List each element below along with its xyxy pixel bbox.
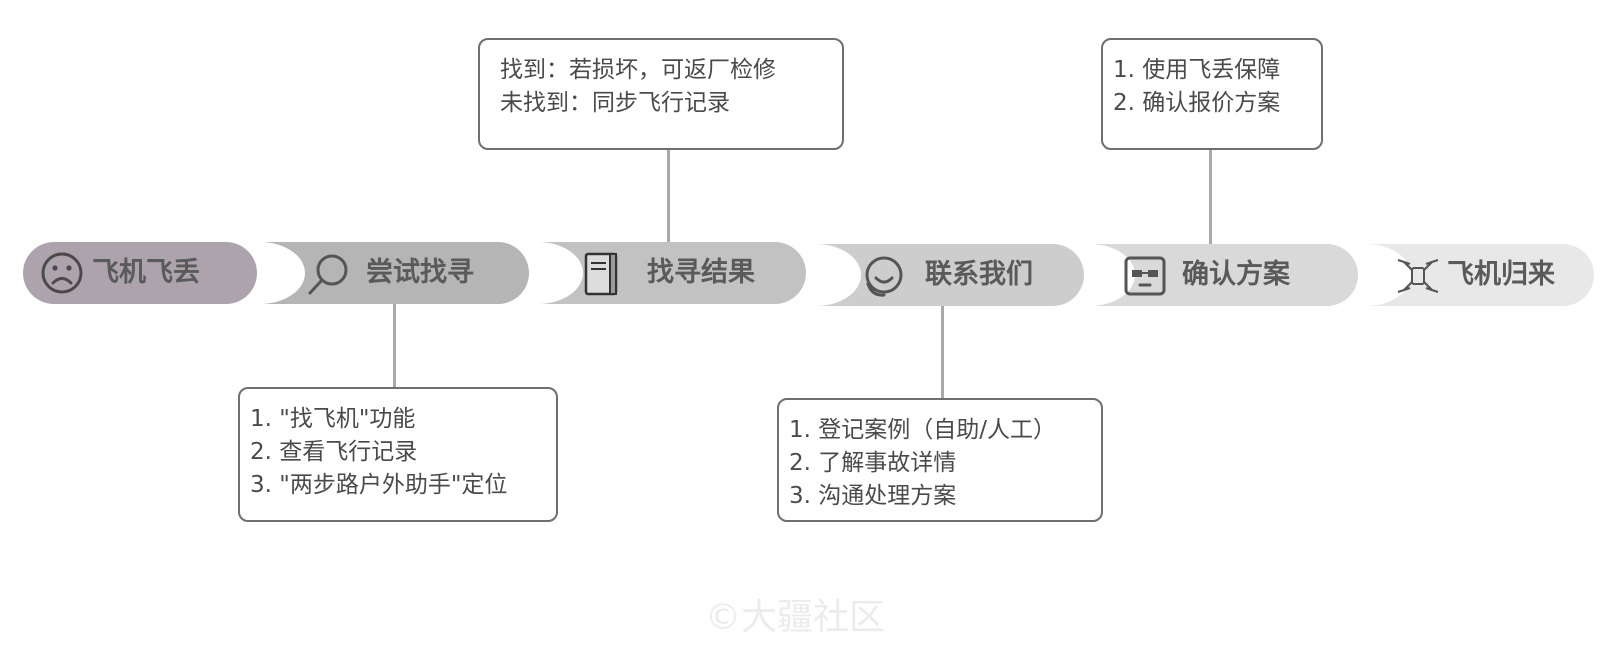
search-icon	[308, 254, 348, 295]
note-result-line-1: 找到：若损坏，可返厂检修	[500, 57, 776, 83]
step-label-contact: 联系我们	[925, 259, 1033, 290]
step-label-lost: 飞机飞丢	[92, 257, 200, 288]
step-label-result: 找寻结果	[647, 257, 755, 288]
connector-contact	[941, 306, 944, 400]
connector-result	[667, 150, 670, 242]
note-contact-line-1: 1. 登记案例（自助/人工）	[789, 417, 1057, 443]
note-search-line-2: 2. 查看飞行记录	[250, 439, 418, 465]
note-plan-line-2: 2. 确认报价方案	[1113, 90, 1281, 116]
note-plan-line-1: 1. 使用飞丢保障	[1113, 57, 1281, 83]
headset-icon	[865, 256, 903, 297]
robot-face-icon	[1124, 256, 1166, 296]
note-contact-line-2: 2. 了解事故详情	[789, 450, 957, 476]
step-label-search: 尝试找寻	[366, 257, 474, 288]
step-shape-1	[23, 242, 257, 304]
note-result: 找到：若损坏，可返厂检修 未找到：同步飞行记录	[478, 38, 844, 150]
note-search-line-1: 1. "找飞机"功能	[250, 406, 416, 432]
watermark: ©大疆社区	[705, 597, 886, 638]
note-search: 1. "找飞机"功能 2. 查看飞行记录 3. "两步路户外助手"定位	[238, 387, 558, 522]
step-shape-6	[1366, 244, 1594, 306]
note-contact-line-3: 3. 沟通处理方案	[789, 483, 957, 509]
note-contact: 1. 登记案例（自助/人工） 2. 了解事故详情 3. 沟通处理方案	[777, 398, 1103, 522]
book-icon	[584, 252, 618, 296]
note-search-line-3: 3. "两步路户外助手"定位	[250, 472, 508, 498]
note-plan: 1. 使用飞丢保障 2. 确认报价方案	[1101, 38, 1323, 150]
note-result-line-2: 未找到：同步飞行记录	[500, 90, 730, 116]
step-label-plan: 确认方案	[1182, 259, 1290, 290]
sad-face-icon	[41, 252, 83, 294]
step-label-return: 飞机归来	[1447, 259, 1555, 290]
connector-plan	[1209, 150, 1212, 244]
connector-search	[393, 304, 396, 390]
drone-icon	[1397, 259, 1439, 293]
